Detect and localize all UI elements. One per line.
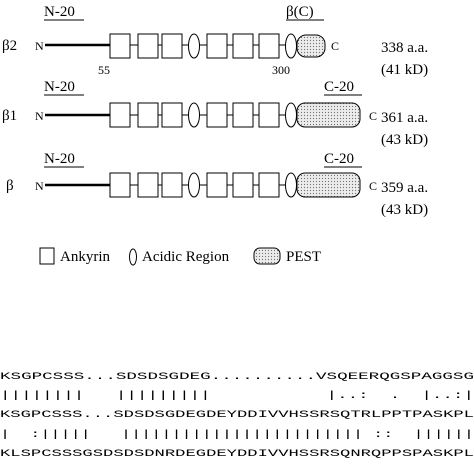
- ankyrin-repeat: [137, 33, 159, 59]
- ankyrin-repeat: [109, 172, 131, 198]
- c-terminus: C: [369, 179, 377, 193]
- ankyrin-repeat: [232, 33, 254, 59]
- acidic-legend-swatch: [129, 248, 137, 266]
- c20-tag: C-20: [324, 79, 354, 95]
- n20-tag: N-20: [44, 79, 75, 95]
- ankyrin-legend-swatch: [39, 247, 55, 265]
- sequence-beta: KLSPCSSSGSDSDSDNRDEGDEYDDIVVHSSRSQNRQPPS…: [0, 448, 474, 460]
- c20-tag: C-20: [324, 151, 354, 167]
- position-end: 300: [272, 63, 290, 77]
- acidic-region: [285, 33, 297, 59]
- n20-tag: N-20: [44, 4, 75, 20]
- ankyrin-repeat: [161, 102, 183, 128]
- length-aa: 361 a.a.: [381, 110, 428, 126]
- mass-kd: (41 kD): [381, 62, 428, 78]
- n-terminus: N: [35, 39, 44, 53]
- alignment-match-line: |||||||| ||||||||| |..: . |..:|: [0, 390, 474, 402]
- ankyrin-repeat: [206, 102, 228, 128]
- ankyrin-repeat: [258, 33, 280, 59]
- ankyrin-repeat: [161, 172, 183, 198]
- n-terminus: N: [35, 109, 44, 123]
- pest-legend-swatch: [253, 247, 281, 265]
- construct-name: β2: [2, 38, 17, 54]
- ankyrin-repeat: [109, 33, 131, 59]
- sequence-beta1: KSGPCSSS...SDSDSGDEGDEYDDIVVHSSRSQTRLPPT…: [0, 409, 474, 421]
- pest-domain: [296, 172, 361, 198]
- beta-c-tag: β(C): [286, 4, 314, 20]
- n20-tag: N-20: [44, 151, 75, 167]
- acidic-region: [285, 102, 297, 128]
- legend: Ankyrin Acidic Region PEST: [39, 247, 321, 266]
- mass-kd: (43 kD): [381, 202, 428, 218]
- length-aa: 338 a.a.: [381, 40, 428, 56]
- pest-legend-label: PEST: [286, 249, 321, 265]
- acidic-region: [188, 33, 200, 59]
- ankyrin-repeat: [232, 102, 254, 128]
- acidic-legend-label: Acidic Region: [142, 249, 230, 265]
- construct-name: β: [6, 178, 14, 194]
- ankyrin-repeat: [161, 33, 183, 59]
- pest-domain: [296, 34, 326, 58]
- construct-beta: N-20 C-20 β N C 359 a.a. (43 kD): [6, 151, 428, 218]
- position-start: 55: [98, 63, 110, 77]
- ankyrin-repeat: [232, 172, 254, 198]
- ankyrin-repeat: [206, 172, 228, 198]
- length-aa: 359 a.a.: [381, 180, 428, 196]
- sequence-alignment: KSGPCSSS...SDSDSGDEG..........VSQEERQGSP…: [0, 371, 474, 460]
- ankyrin-repeat: [109, 102, 131, 128]
- ankyrin-repeat: [258, 172, 280, 198]
- ankyrin-repeat: [206, 33, 228, 59]
- pest-domain: [296, 102, 361, 128]
- c-terminus: C: [369, 109, 377, 123]
- mass-kd: (43 kD): [381, 132, 428, 148]
- construct-beta1: N-20 C-20 β1 N C 361 a.a. (43 kD): [2, 79, 428, 148]
- alignment-match-line: | :||||| |||||||||||||||||||||||| :: |||…: [0, 429, 474, 441]
- ankyrin-repeat: [137, 172, 159, 198]
- acidic-region: [188, 172, 200, 198]
- acidic-region: [188, 102, 200, 128]
- acidic-region: [285, 172, 297, 198]
- n-terminus: N: [35, 179, 44, 193]
- construct-name: β1: [2, 108, 17, 124]
- c-terminus: C: [331, 39, 339, 53]
- sequence-beta2: KSGPCSSS...SDSDSGDEG..........VSQEERQGSP…: [0, 371, 474, 383]
- ankyrin-legend-label: Ankyrin: [60, 249, 110, 265]
- ankyrin-repeat: [258, 102, 280, 128]
- construct-beta2: N-20 β(C) β2 N C 55 300 338 a.a. (41 kD): [2, 4, 428, 78]
- ankyrin-repeat: [137, 102, 159, 128]
